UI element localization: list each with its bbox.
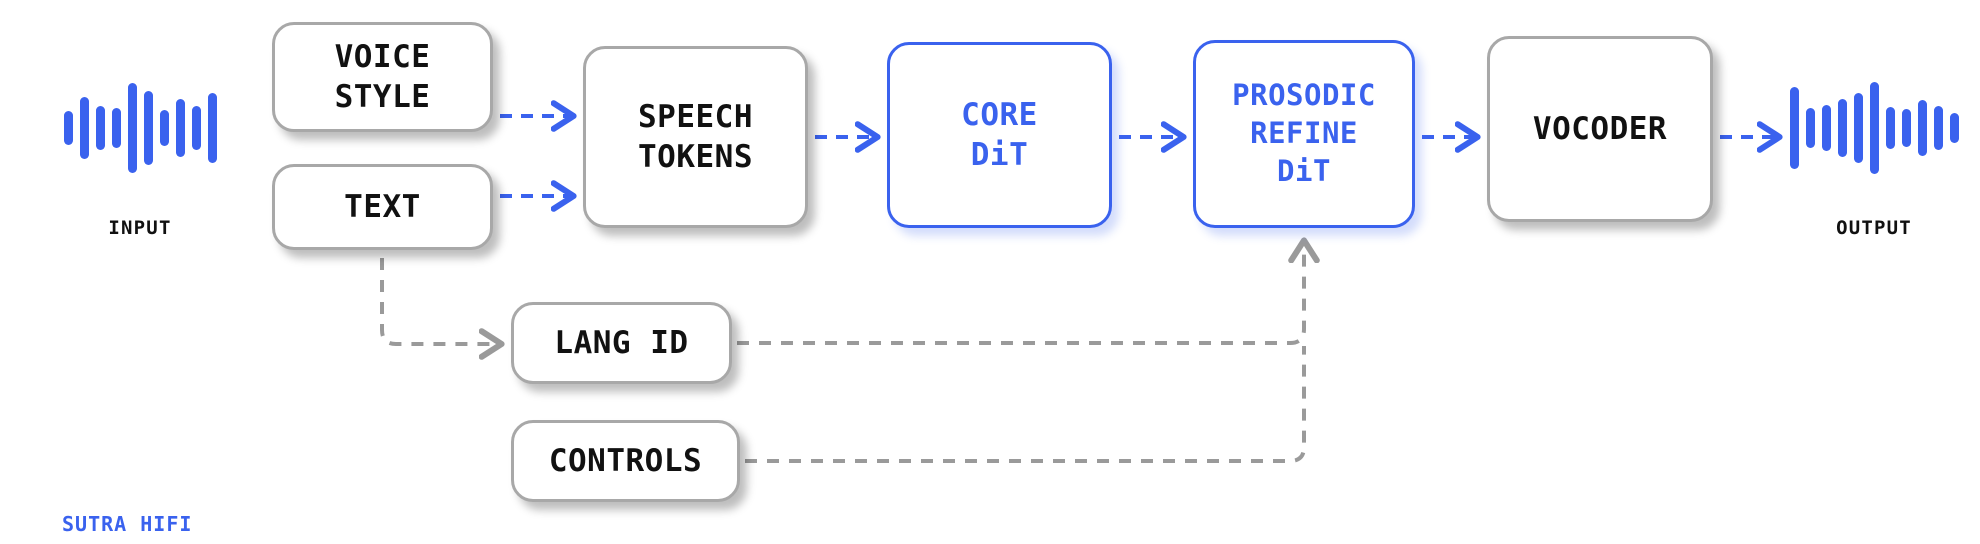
- caption-line-1: SUTRA HIFI: [62, 512, 193, 536]
- waveform-bar: [175, 99, 185, 157]
- waveform-bar: [95, 106, 105, 150]
- input-waveform: [52, 72, 228, 184]
- waveform-bar: [191, 106, 201, 150]
- waveform-bar: [1933, 106, 1943, 150]
- waveform-bar: [159, 110, 169, 146]
- node-label: DiT: [1277, 153, 1331, 188]
- waveform-bar: [1949, 113, 1959, 143]
- node-speech-tokens[interactable]: SPEECH TOKENS: [583, 46, 808, 228]
- node-label: TEXT: [344, 188, 421, 225]
- waveform-bar: [1821, 105, 1831, 151]
- node-label: SPEECH: [638, 98, 753, 135]
- node-vocoder[interactable]: VOCODER: [1487, 36, 1713, 222]
- node-text[interactable]: TEXT: [272, 164, 493, 250]
- waveform-bar: [1885, 107, 1895, 149]
- waveform-bar: [1917, 100, 1927, 156]
- waveform-bar: [1837, 99, 1847, 157]
- edge-text-to-lang-id: [380, 258, 500, 344]
- node-label: VOCODER: [1532, 110, 1668, 147]
- waveform-bar: [1901, 109, 1911, 147]
- input-label: INPUT: [108, 217, 172, 239]
- node-label: REFINE: [1250, 116, 1358, 151]
- node-voice-style[interactable]: VOICE STYLE: [272, 22, 493, 132]
- diagram-caption: SUTRA HIFI SYSTEM OVERVIEW: [62, 452, 258, 544]
- waveform-bar: [207, 93, 217, 163]
- edge-controls-to-prosodic-refine: [745, 346, 1306, 463]
- node-label: CONTROLS: [548, 442, 703, 479]
- edge-lang-id-to-prosodic-refine: [737, 242, 1304, 345]
- waveform-bar: [79, 97, 89, 159]
- node-label: STYLE: [334, 79, 431, 115]
- waveform-bar: [1789, 87, 1799, 169]
- node-controls[interactable]: CONTROLS: [511, 420, 740, 502]
- node-label: TOKENS: [638, 139, 753, 175]
- waveform-bar: [1805, 108, 1815, 148]
- node-label: PROSODIC: [1232, 78, 1376, 113]
- node-label: LANG ID: [554, 324, 689, 361]
- waveform-bar: [1853, 93, 1863, 163]
- waveform-bar: [63, 111, 73, 145]
- waveform-bar: [111, 108, 121, 148]
- node-label: CORE: [961, 96, 1038, 133]
- node-label: VOICE: [334, 38, 431, 75]
- waveform-bar: [143, 91, 153, 165]
- waveform-bar: [1869, 82, 1879, 174]
- output-waveform: [1786, 72, 1962, 184]
- node-label: DiT: [970, 137, 1029, 173]
- node-core-dit[interactable]: CORE DiT: [887, 42, 1112, 228]
- node-lang-id[interactable]: LANG ID: [511, 302, 732, 384]
- waveform-bar: [127, 83, 137, 173]
- output-label: OUTPUT: [1836, 217, 1912, 239]
